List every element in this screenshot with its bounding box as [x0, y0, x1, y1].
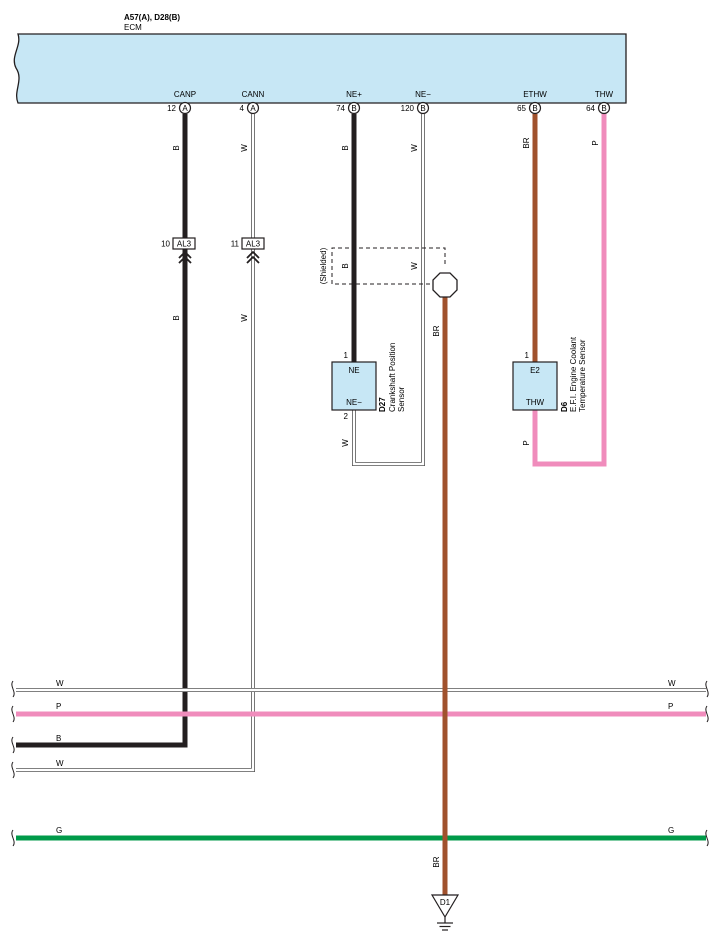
wire-color-ethw: BR	[522, 137, 531, 148]
connector-pin-11: 11	[231, 240, 240, 249]
coolant-sensor-name-2: Temperature Sensor	[578, 339, 587, 412]
connector-al3-10	[172, 237, 196, 250]
wire-color-canp-mid: B	[172, 315, 181, 320]
pin-signal-canp: CANP	[174, 90, 196, 99]
connector-al3-11	[241, 237, 265, 250]
bus-label-g-left: G	[56, 826, 62, 835]
shield-box	[331, 247, 446, 285]
wire-thw	[532, 114, 607, 467]
wire-color-nem-bottom: W	[341, 439, 350, 447]
crank-term-top: NE	[348, 366, 359, 375]
bus-label-g-right: G	[668, 826, 674, 835]
bus-label-p-right: P	[668, 702, 673, 711]
wire-color-cann-top: W	[240, 144, 249, 152]
wire-color-shield-w: W	[410, 262, 419, 270]
pin-signal-thw: THW	[595, 90, 614, 99]
ground-icon	[437, 917, 453, 931]
pin-number-cann: 4	[240, 104, 245, 113]
wire-canp	[16, 114, 188, 748]
pin-conn-nem: B	[420, 104, 425, 113]
bus-label-w-top-left: W	[56, 679, 64, 688]
wire-break-marks	[11, 680, 709, 847]
pin-signal-cann: CANN	[242, 90, 265, 99]
pin-conn-cann: A	[250, 104, 256, 113]
wire-color-shield-drain: BR	[432, 325, 441, 336]
coolant-term-bottom: THW	[526, 398, 545, 407]
connector-chevron-10	[178, 250, 192, 264]
pin-number-canp: 12	[167, 104, 176, 113]
pin-signal-nem: NE−	[415, 90, 431, 99]
coolant-pin-top: 1	[525, 351, 530, 360]
coolant-term-top: E2	[530, 366, 540, 375]
bus-label-b-left: B	[56, 734, 61, 743]
shield-drain-splice	[432, 272, 458, 298]
ecm-label: ECM	[124, 23, 142, 32]
pin-signal-ethw: ETHW	[523, 90, 547, 99]
pin-conn-ethw: B	[532, 104, 537, 113]
ground-label: D1	[440, 898, 451, 907]
connector-name-10: AL3	[177, 240, 192, 249]
wire-color-nem-top: W	[410, 144, 419, 152]
bus-label-p-left: P	[56, 702, 61, 711]
wire-color-thw-top: P	[591, 140, 600, 145]
pin-signal-nep: NE+	[346, 90, 362, 99]
coolant-sensor-box	[512, 361, 558, 411]
wire-color-cann-mid: W	[240, 314, 249, 322]
crank-term-bottom: NE−	[346, 398, 362, 407]
shielded-label: (Shielded)	[319, 247, 328, 284]
crankshaft-sensor-box	[331, 361, 377, 411]
crank-pin-bottom: 2	[344, 412, 349, 421]
wire-cann-outline	[16, 114, 255, 772]
pin-conn-canp: A	[182, 104, 188, 113]
bus-label-w-bottom-left: W	[56, 759, 64, 768]
connector-name-11: AL3	[246, 240, 261, 249]
pin-number-nep: 74	[336, 104, 345, 113]
connector-chevron-11	[246, 250, 260, 264]
wire-color-thw-bottom: P	[522, 440, 531, 445]
pin-number-thw: 64	[586, 104, 595, 113]
wire-cann	[16, 114, 255, 772]
coolant-sensor-id: D6	[560, 401, 569, 412]
wire-nem	[352, 114, 425, 466]
ecm-connector-ids: A57(A), D28(B)	[124, 13, 180, 22]
ecm-box	[13, 33, 627, 104]
wire-color-ground: BR	[432, 856, 441, 867]
crank-sensor-name-1: Crankshaft Position	[388, 343, 397, 412]
wire-color-canp-top: B	[172, 145, 181, 150]
pin-number-ethw: 65	[517, 104, 526, 113]
wire-color-nep-top: B	[341, 145, 350, 150]
crank-pin-top: 1	[344, 351, 349, 360]
crank-sensor-name-2: Sensor	[397, 386, 406, 412]
crank-sensor-id: D27	[378, 397, 387, 412]
pin-conn-thw: B	[601, 104, 606, 113]
coolant-sensor-name-1: E.F.I. Engine Coolant	[569, 336, 578, 412]
pin-conn-nep: B	[351, 104, 356, 113]
connector-pin-10: 10	[161, 240, 170, 249]
wire-color-shield-b: B	[341, 263, 350, 268]
ecm-pin-markers	[178, 101, 611, 115]
bus-label-w-top-right: W	[668, 679, 676, 688]
pin-number-nem: 120	[401, 104, 415, 113]
ground-point-d1	[430, 894, 460, 919]
